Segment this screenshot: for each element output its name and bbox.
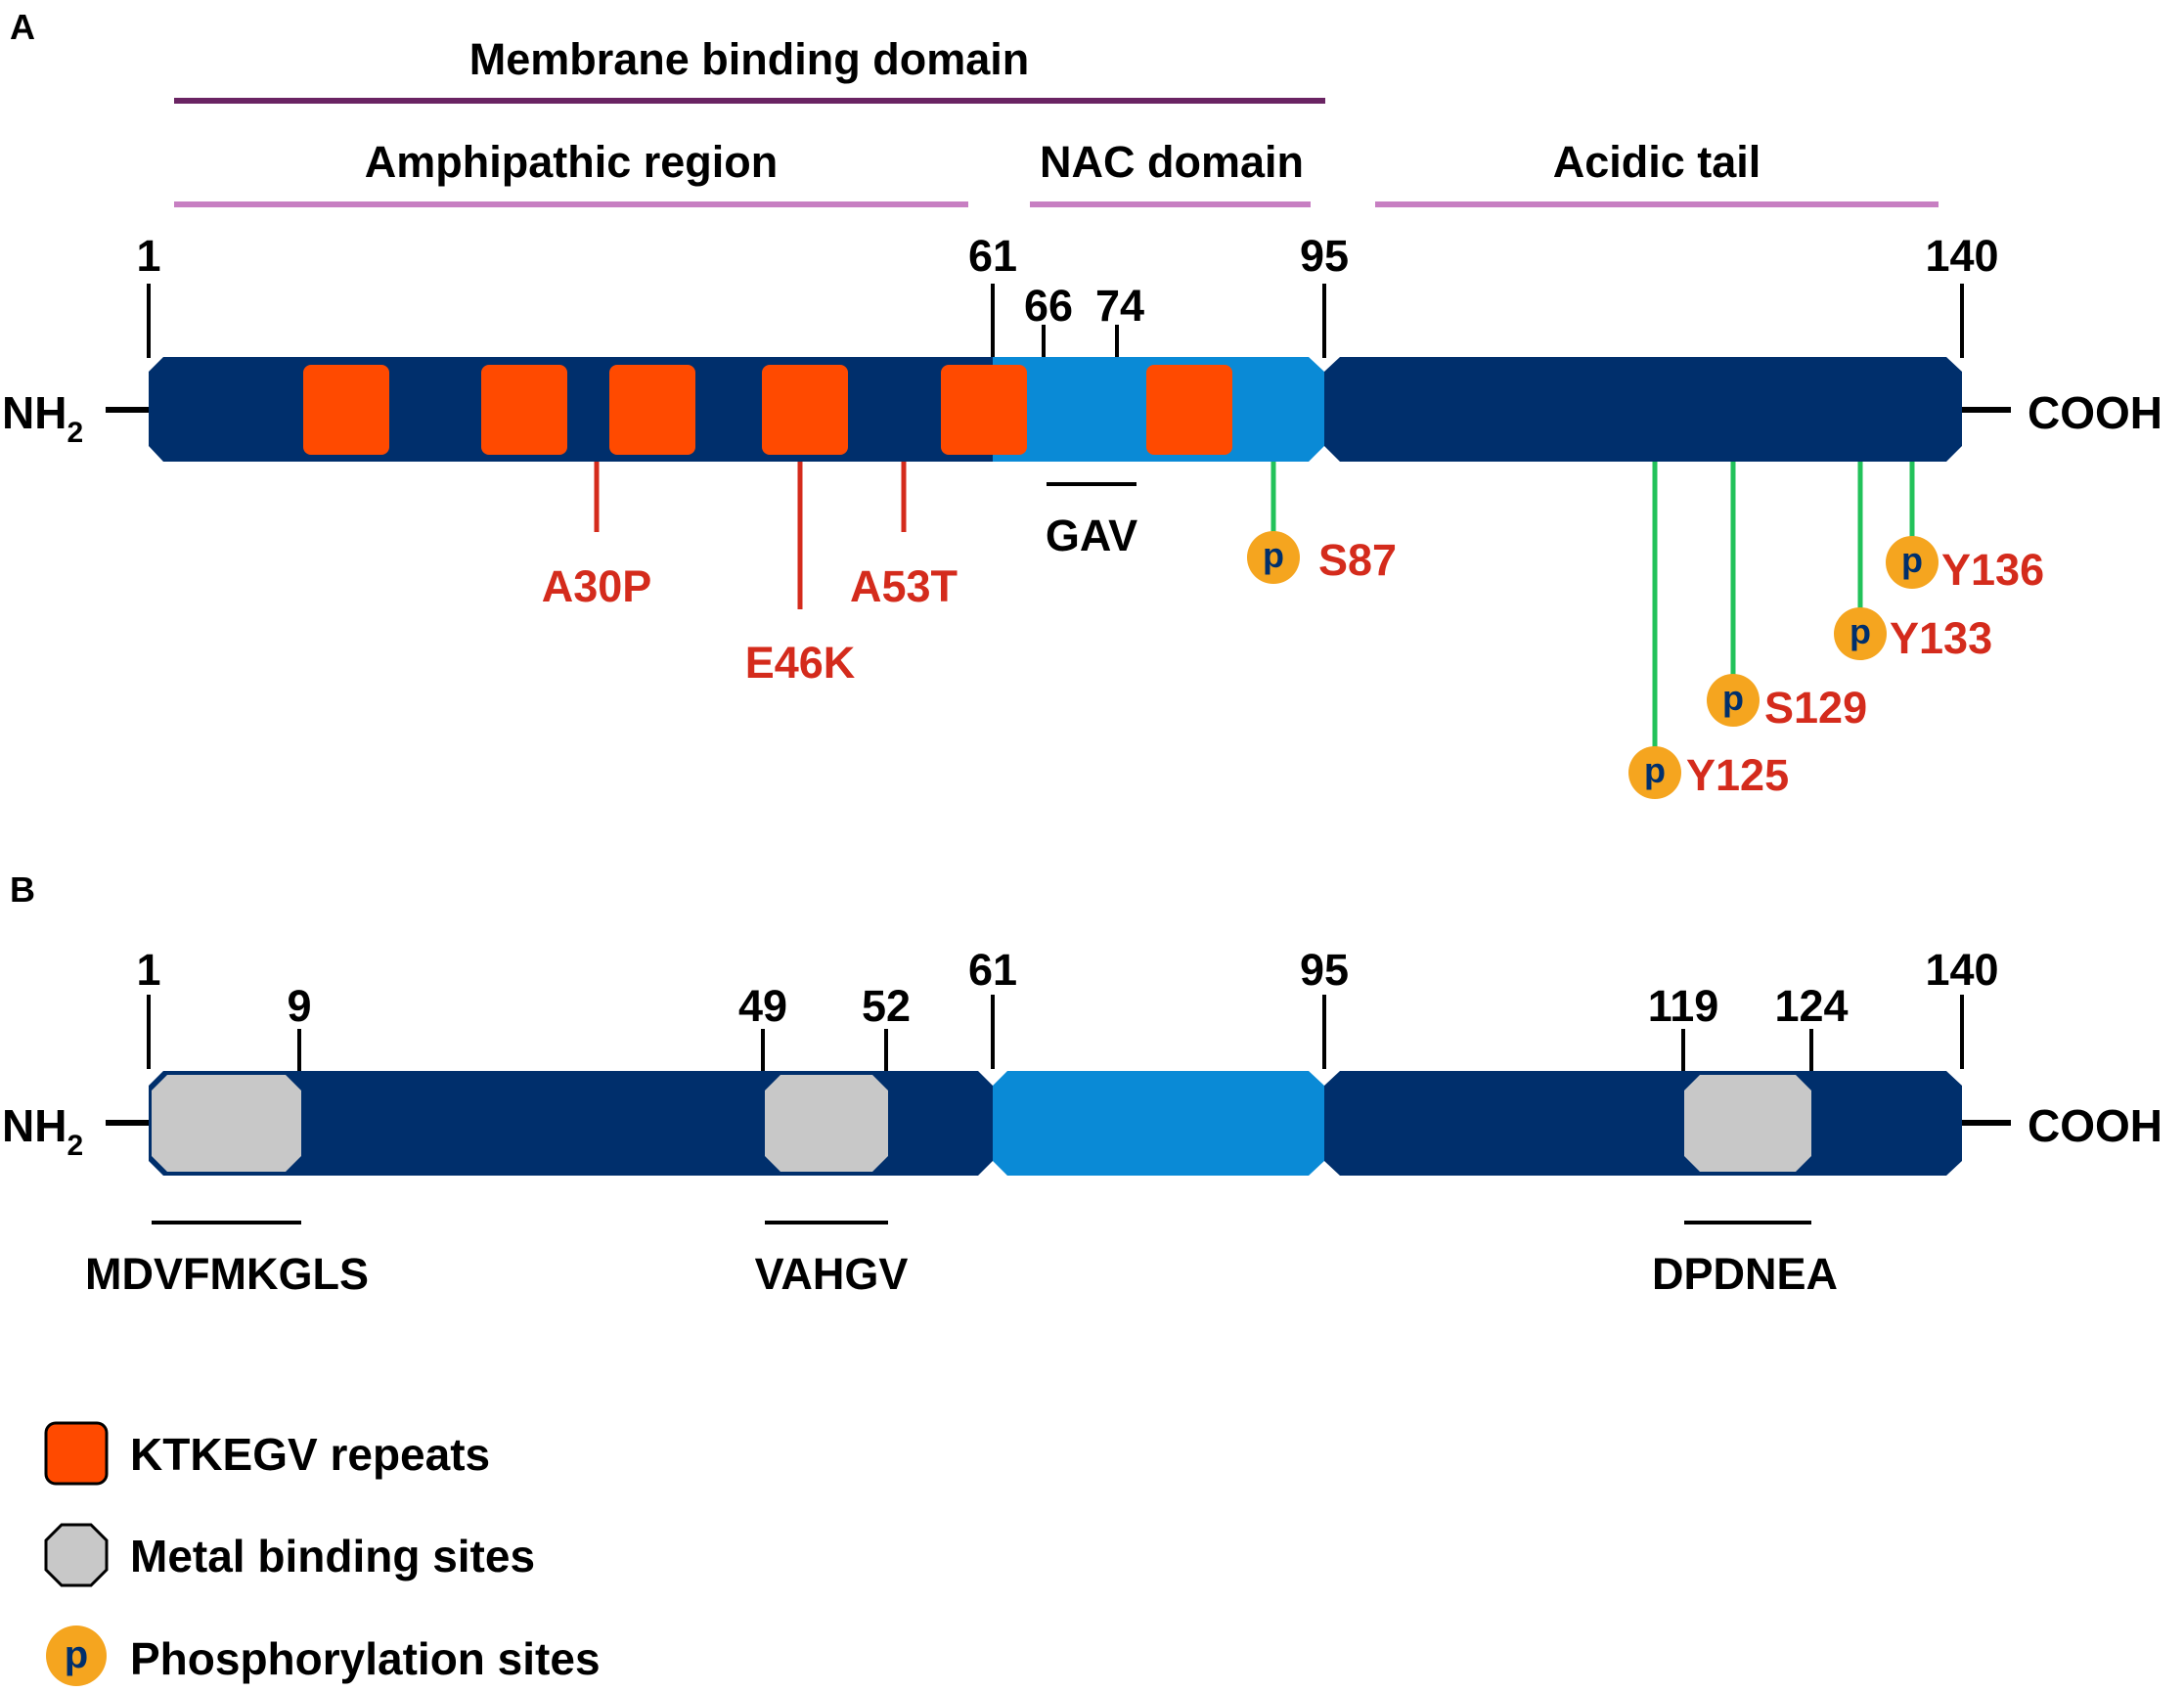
phospho-marker-icon bbox=[1834, 607, 1887, 660]
position-61-a: 61 bbox=[968, 231, 1017, 281]
phospho-marker-symbol: p bbox=[1644, 750, 1666, 790]
phospho-marker-icon bbox=[1707, 674, 1760, 727]
metal-legend-icon bbox=[44, 1523, 109, 1587]
membrane-binding-domain-label: Membrane binding domain bbox=[469, 34, 1030, 84]
phospho-marker-symbol: p bbox=[1263, 535, 1284, 575]
ktkegv-repeats bbox=[303, 365, 1232, 455]
nh2-label-b: NH2 bbox=[2, 1100, 83, 1162]
motif-mdvfmkgls: MDVFMKGLS bbox=[85, 1249, 369, 1299]
position-49-b: 49 bbox=[738, 981, 787, 1031]
phospho-legend-symbol: p bbox=[65, 1633, 88, 1676]
c-terminal-segment-a bbox=[1324, 357, 1962, 462]
position-1-a: 1 bbox=[136, 231, 160, 281]
phospho-marker-icon bbox=[1628, 746, 1681, 799]
legend-repeats-label: KTKEGV repeats bbox=[130, 1429, 490, 1480]
phospho-site-y125: p Y125 bbox=[1628, 746, 1789, 800]
phospho-marker-symbol: p bbox=[1901, 540, 1923, 580]
nac-segment-b bbox=[993, 1071, 1324, 1176]
phospho-site-s87: p S87 bbox=[1247, 531, 1397, 585]
position-95-b: 95 bbox=[1300, 945, 1349, 995]
motif-vahgv: VAHGV bbox=[755, 1249, 909, 1299]
phospho-lines bbox=[1270, 462, 1915, 751]
gav-label: GAV bbox=[1046, 511, 1137, 560]
position-ticks-a bbox=[147, 284, 1964, 358]
position-66-a: 66 bbox=[1024, 281, 1073, 331]
phospho-site-y133: p Y133 bbox=[1834, 607, 1992, 663]
phospho-site-label: Y136 bbox=[1941, 545, 2044, 595]
n-terminal-segment-a bbox=[149, 357, 998, 462]
position-9-b: 9 bbox=[287, 981, 311, 1031]
c-terminal-segment-b bbox=[1324, 1071, 1962, 1176]
mutation-a53t: A53T bbox=[850, 561, 958, 611]
position-1-b: 1 bbox=[136, 945, 160, 995]
mutation-lines bbox=[594, 462, 907, 609]
legend-phospho-label: Phosphorylation sites bbox=[130, 1633, 601, 1684]
phospho-site-label: S87 bbox=[1318, 535, 1397, 585]
phospho-site-s129: p S129 bbox=[1707, 674, 1867, 733]
cooh-label-a: COOH bbox=[2028, 387, 2162, 438]
phospho-site-label: S129 bbox=[1764, 683, 1867, 733]
phospho-marker-icon bbox=[1886, 536, 1939, 589]
metal-binding-sites bbox=[152, 1075, 1811, 1172]
acidic-tail-label: Acidic tail bbox=[1553, 137, 1761, 187]
position-ticks-b bbox=[147, 995, 1964, 1072]
panel-a-label: A bbox=[10, 7, 35, 47]
position-140-b: 140 bbox=[1925, 945, 1998, 995]
position-124-b: 124 bbox=[1774, 981, 1848, 1031]
motif-dpdnea: DPDNEA bbox=[1652, 1249, 1838, 1299]
phospho-marker-icon bbox=[1247, 531, 1300, 584]
mutation-e46k: E46K bbox=[745, 638, 856, 688]
phospho-marker-symbol: p bbox=[1850, 611, 1871, 651]
amphipathic-region-label: Amphipathic region bbox=[365, 137, 779, 187]
panel-b-label: B bbox=[10, 869, 35, 910]
phospho-legend-icon bbox=[46, 1625, 107, 1686]
position-95-a: 95 bbox=[1300, 231, 1349, 281]
nh2-label-a: NH2 bbox=[2, 387, 83, 449]
position-74-a: 74 bbox=[1095, 281, 1144, 331]
cooh-label-b: COOH bbox=[2028, 1100, 2162, 1151]
phospho-site-label: Y133 bbox=[1890, 613, 1992, 663]
legend-metal-label: Metal binding sites bbox=[130, 1531, 535, 1581]
mutation-a30p: A30P bbox=[542, 561, 652, 611]
position-61-b: 61 bbox=[968, 945, 1017, 995]
phospho-marker-symbol: p bbox=[1722, 678, 1744, 718]
phospho-site-label: Y125 bbox=[1686, 750, 1789, 800]
position-52-b: 52 bbox=[862, 981, 911, 1031]
legend: KTKEGV repeats Metal binding sites p Pho… bbox=[44, 1421, 601, 1686]
phospho-site-y136: p Y136 bbox=[1886, 536, 2044, 595]
repeat-legend-icon bbox=[44, 1421, 109, 1486]
position-140-a: 140 bbox=[1925, 231, 1998, 281]
nac-domain-label: NAC domain bbox=[1040, 137, 1304, 187]
position-119-b: 119 bbox=[1648, 981, 1719, 1031]
